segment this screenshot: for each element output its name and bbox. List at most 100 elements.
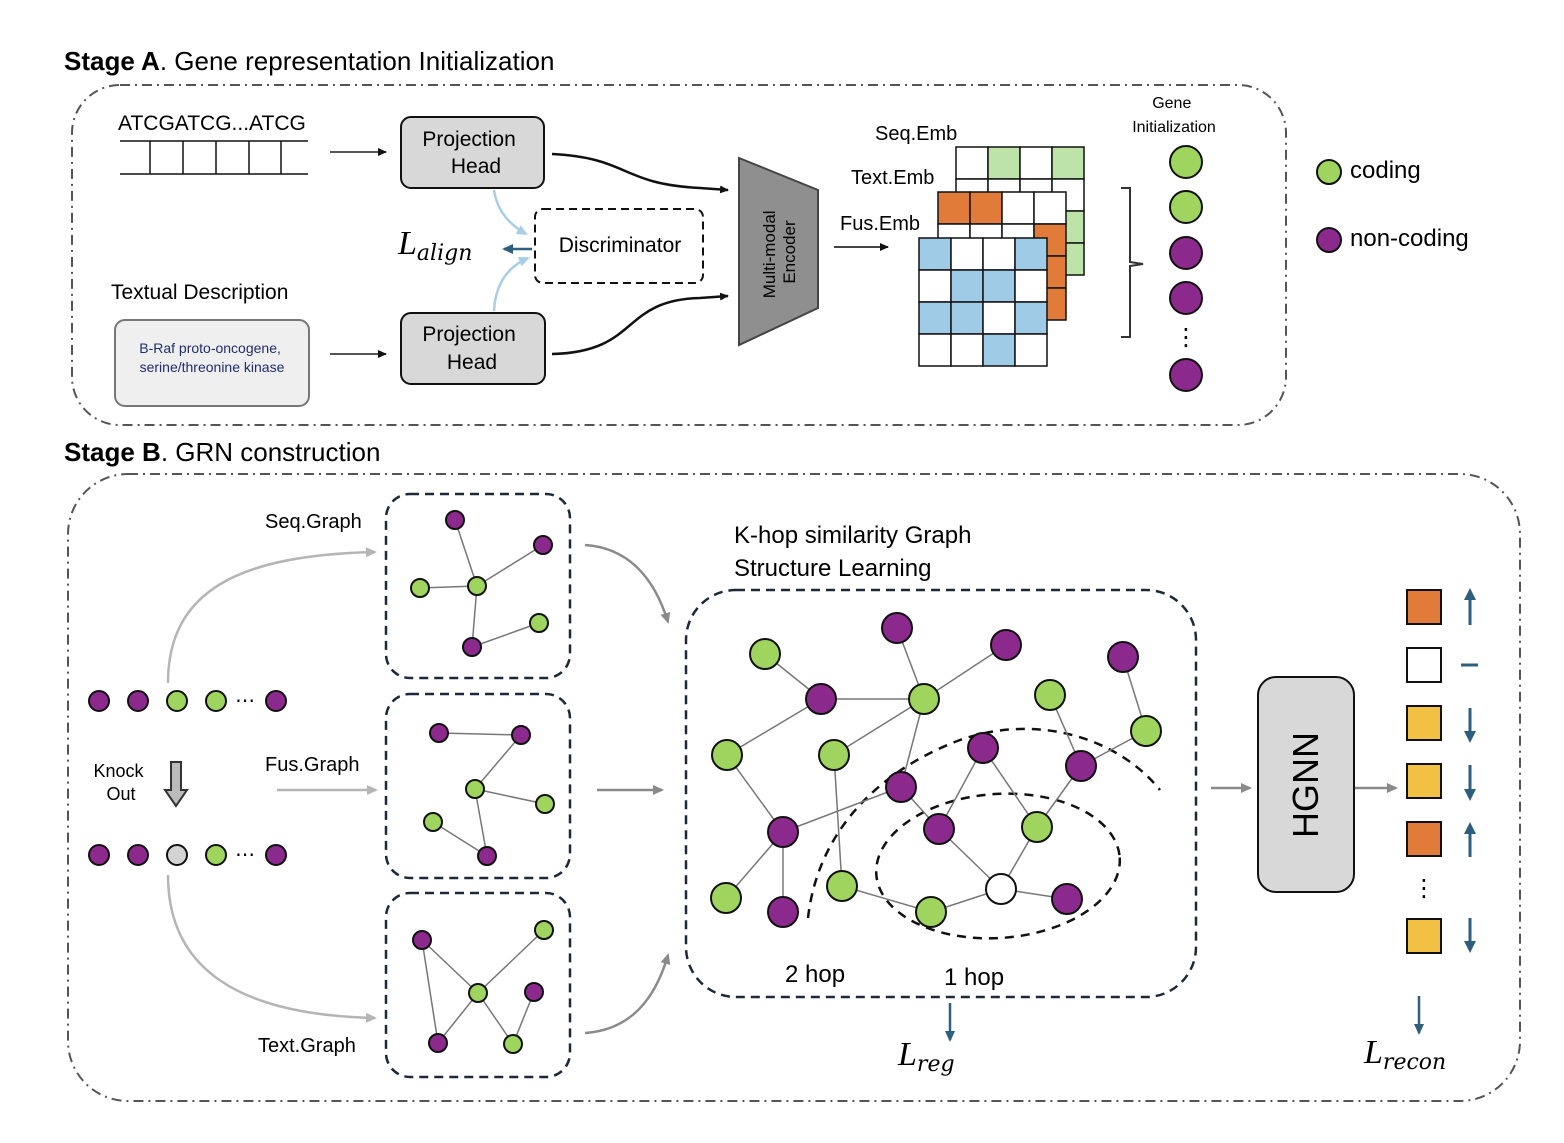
loss-align-sub: align bbox=[417, 241, 472, 266]
to-text-graph-arrow bbox=[166, 874, 377, 1023]
textual-description-label: Textual Description bbox=[111, 281, 288, 304]
fus-emb-cell bbox=[950, 333, 984, 367]
to-seq-graph-arrow bbox=[166, 547, 377, 684]
encoder-line1: Multi-modal bbox=[760, 210, 779, 298]
row1-node-coding bbox=[166, 690, 188, 712]
down-arrow-icon bbox=[1464, 708, 1476, 743]
encoder-label: Multi-modal Encoder bbox=[760, 206, 799, 299]
proj1-to-discriminator-arrow bbox=[492, 189, 528, 236]
text-emb-cell bbox=[1001, 191, 1035, 225]
loss-reg: Lreg bbox=[897, 1036, 955, 1077]
dna-sequence-text: ATCGATCG...ATCG bbox=[118, 112, 306, 135]
seq-graph-node-coding bbox=[529, 613, 549, 633]
one-hop-label: 1 hop bbox=[944, 964, 1004, 991]
projection-head-2 bbox=[400, 312, 546, 385]
output-down-regulated bbox=[1406, 763, 1442, 799]
fus-emb-cell bbox=[1014, 333, 1048, 367]
khop-node-coding bbox=[826, 870, 858, 902]
text-graph-node-non-coding bbox=[428, 1033, 448, 1053]
loss-align: Lalign bbox=[397, 225, 472, 266]
khop-node-coding bbox=[749, 638, 781, 670]
output-down-regulated bbox=[1406, 918, 1442, 954]
fus-emb-matrix bbox=[918, 237, 1048, 367]
loss-recon-main: L bbox=[1363, 1034, 1383, 1071]
text-graph-node-coding bbox=[534, 920, 554, 940]
stage-a-title-bold: Stage A bbox=[64, 46, 160, 76]
text-emb-cell bbox=[1033, 191, 1067, 225]
output-expression-column: ⋮ bbox=[1406, 589, 1442, 954]
legend-coding-swatch bbox=[1316, 159, 1342, 185]
stage-b-title: Stage B. GRN construction bbox=[64, 437, 380, 467]
row1-ellipsis: ⋯ bbox=[235, 690, 255, 712]
khop-title-line1: K-hop similarity Graph bbox=[734, 522, 971, 549]
khop-node-coding bbox=[1021, 811, 1053, 843]
fus-graph-label: Fus.Graph bbox=[265, 754, 359, 776]
projection-head-1-line1: Projection bbox=[422, 128, 515, 151]
textual-description-content: B-Raf proto-oncogene, serine/threonine k… bbox=[139, 340, 285, 375]
text-graph-node-non-coding bbox=[412, 930, 432, 950]
khop-node-non-coding bbox=[1065, 750, 1097, 782]
fus-graph bbox=[423, 723, 555, 866]
fus-emb-cell bbox=[950, 269, 984, 303]
discriminator-label: Discriminator bbox=[559, 234, 682, 257]
gene-init-line1: Gene bbox=[1152, 95, 1191, 112]
down-arrow-icon bbox=[1464, 765, 1476, 801]
gene-node-non-coding bbox=[1169, 236, 1203, 270]
stage-b-title-rest: . GRN construction bbox=[161, 437, 381, 467]
hgnn-box bbox=[1257, 676, 1355, 893]
projection-head-2-label: Projection Head bbox=[422, 323, 521, 374]
gene-init-label: Gene Initialization bbox=[1132, 95, 1216, 136]
khop-graph bbox=[710, 612, 1162, 928]
up-arrow-icon bbox=[1464, 588, 1476, 625]
gene-node-non-coding bbox=[1169, 281, 1203, 315]
stage-b-container bbox=[67, 473, 1521, 1102]
stage-b-title-bold: Stage B bbox=[64, 437, 161, 467]
fus-emb-cell bbox=[1014, 301, 1048, 335]
textual-description-box bbox=[114, 319, 310, 407]
fus-emb-cell bbox=[918, 333, 952, 367]
projection-head-2-line2: Head bbox=[447, 351, 497, 374]
seq-graph-label: Seq.Graph bbox=[265, 511, 362, 533]
gene-init-ellipsis: ⋮ bbox=[1174, 324, 1198, 351]
text-emb-cell bbox=[937, 191, 971, 225]
text-graph bbox=[412, 920, 554, 1054]
khop-node-coding bbox=[1130, 715, 1162, 747]
projection-head-1 bbox=[400, 116, 545, 189]
text-graph-node-coding bbox=[503, 1034, 523, 1054]
fus-emb-cell bbox=[918, 237, 952, 271]
khop-node-non-coding bbox=[881, 612, 913, 644]
sequence-strip bbox=[120, 140, 308, 175]
legend-non-coding-swatch bbox=[1316, 227, 1342, 253]
khop-node-coding bbox=[908, 683, 940, 715]
row2-ellipsis: ⋯ bbox=[235, 844, 255, 866]
legend-non-coding-label: non-coding bbox=[1350, 225, 1469, 252]
khop-title-line2: Structure Learning bbox=[734, 555, 931, 582]
up-arrow-icon bbox=[1464, 822, 1476, 857]
row1-node-non-coding bbox=[265, 690, 287, 712]
seq-graph bbox=[410, 510, 553, 657]
two-hop-label: 2 hop bbox=[785, 961, 845, 988]
fus-emb-cell bbox=[1014, 269, 1048, 303]
knock-out-arrow bbox=[163, 761, 189, 808]
loss-reg-main: L bbox=[897, 1036, 917, 1073]
text-emb-cell bbox=[969, 191, 1003, 225]
seq-graph-node-non-coding bbox=[445, 510, 465, 530]
gene-node-coding bbox=[1169, 190, 1203, 224]
fus-emb-cell bbox=[918, 269, 952, 303]
loss-recon-sub: recon bbox=[1383, 1050, 1446, 1075]
output-up-regulated bbox=[1406, 589, 1442, 625]
khop-node-non-coding bbox=[923, 813, 955, 845]
output-ellipsis: ⋮ bbox=[1412, 875, 1436, 902]
fus-emb-cell bbox=[950, 237, 984, 271]
knock-out-line2: Out bbox=[106, 784, 135, 804]
seq-graph-to-khop-arrow bbox=[584, 543, 671, 624]
multimodal-encoder bbox=[738, 156, 819, 347]
fus-graph-node-coding bbox=[423, 812, 443, 832]
fus-graph-panel bbox=[384, 692, 572, 880]
loss-recon: Lrecon bbox=[1363, 1034, 1446, 1075]
khop-node-coding bbox=[915, 896, 947, 928]
trend-indicators bbox=[1461, 588, 1478, 953]
embedding-brace bbox=[1121, 187, 1144, 338]
text-graph-node-coding bbox=[468, 983, 488, 1003]
khop-title: K-hop similarity Graph Structure Learnin… bbox=[734, 522, 978, 582]
